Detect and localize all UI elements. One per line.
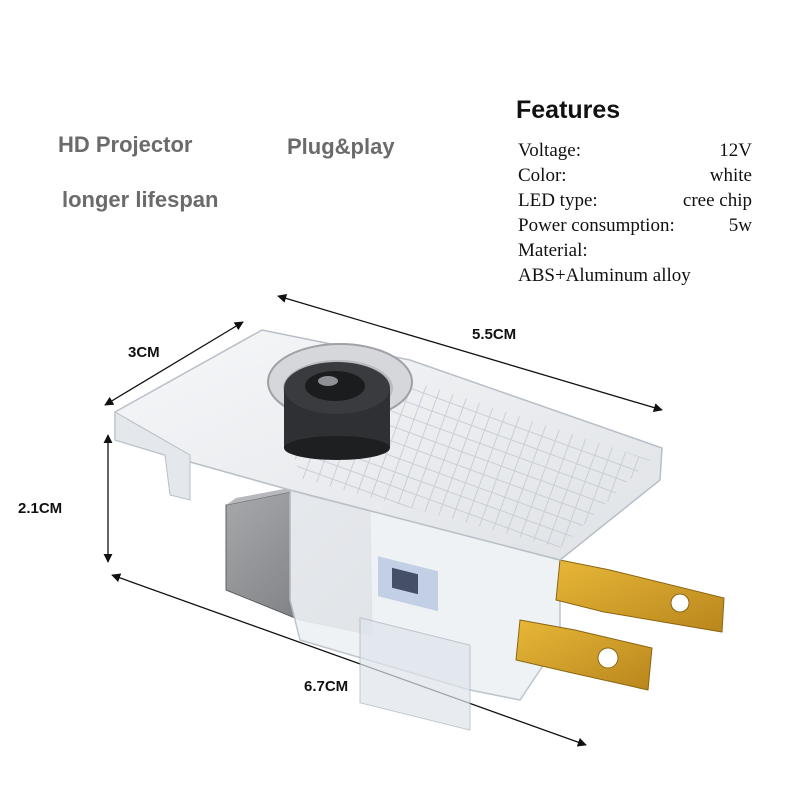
terminal-lower bbox=[515, 619, 653, 691]
dimension-line-width bbox=[104, 321, 244, 406]
led-chip bbox=[392, 567, 418, 595]
terminal-upper bbox=[555, 559, 725, 633]
spec-key: Material: bbox=[518, 240, 588, 261]
tagline-longer-lifespan: longer lifespan bbox=[62, 187, 219, 212]
spec-key: LED type: bbox=[518, 190, 598, 211]
dimension-label-height: 2.1CM bbox=[18, 500, 63, 517]
spec-key: Color: bbox=[518, 165, 567, 186]
dimension-line-total bbox=[111, 573, 587, 747]
lens bbox=[267, 343, 413, 460]
dimension-line-length bbox=[277, 293, 663, 413]
spec-value: 12V bbox=[719, 140, 752, 161]
spec-key: ABS+Aluminum alloy bbox=[518, 265, 691, 286]
clear-base-window bbox=[359, 617, 471, 731]
tagline-hd-projector: HD Projector bbox=[58, 132, 193, 157]
dimension-label-total: 6.7CM bbox=[304, 678, 349, 695]
blue-led-glow bbox=[378, 556, 438, 612]
metal-body-side bbox=[226, 486, 300, 505]
dimension-label-length: 5.5CM bbox=[472, 326, 517, 343]
dimension-label-width: 3CM bbox=[128, 344, 160, 361]
spec-value: 5w bbox=[728, 215, 752, 236]
tagline-plug-play: Plug&play bbox=[287, 134, 395, 159]
features-title: Features bbox=[516, 96, 621, 124]
spec-key: Voltage: bbox=[518, 140, 581, 161]
spec-value: white bbox=[709, 165, 752, 186]
spec-key: Power consumption: bbox=[518, 215, 675, 236]
spec-value: cree chip bbox=[682, 190, 752, 211]
housing-lip bbox=[114, 411, 191, 501]
